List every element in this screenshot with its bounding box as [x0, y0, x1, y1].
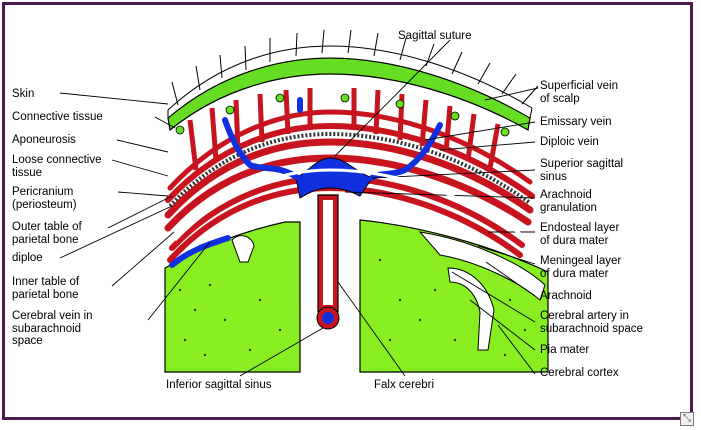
label-aponeurosis: Aponeurosis — [12, 134, 76, 147]
inferior-sagittal-sinus — [317, 307, 339, 329]
label-emissary-vein: Emissary vein — [540, 116, 612, 129]
label-sagittal-suture: Sagittal suture — [398, 30, 472, 43]
label-diploe: diploe — [12, 252, 43, 265]
label-inferior-sagittal-sinus: Inferior sagittal sinus — [166, 379, 271, 392]
label-pia-mater: Pia mater — [540, 344, 589, 357]
label-cerebral-cortex: Cerebral cortex — [540, 367, 619, 380]
label-connective-tissue: Connective tissue — [12, 111, 103, 124]
label-diploic-vein: Diploic vein — [540, 136, 599, 149]
skin-layer — [168, 46, 532, 130]
label-falx-cerebri: Falx cerebri — [374, 379, 434, 392]
resize-corner-icon[interactable]: ⤡ — [680, 412, 694, 426]
falx-cerebri — [318, 195, 338, 312]
label-skin: Skin — [12, 88, 34, 101]
label-arachnoid: Arachnoid — [540, 290, 592, 303]
label-pericranium: Pericranium(periosteum) — [12, 186, 77, 211]
superior-sagittal-sinus — [296, 158, 372, 198]
